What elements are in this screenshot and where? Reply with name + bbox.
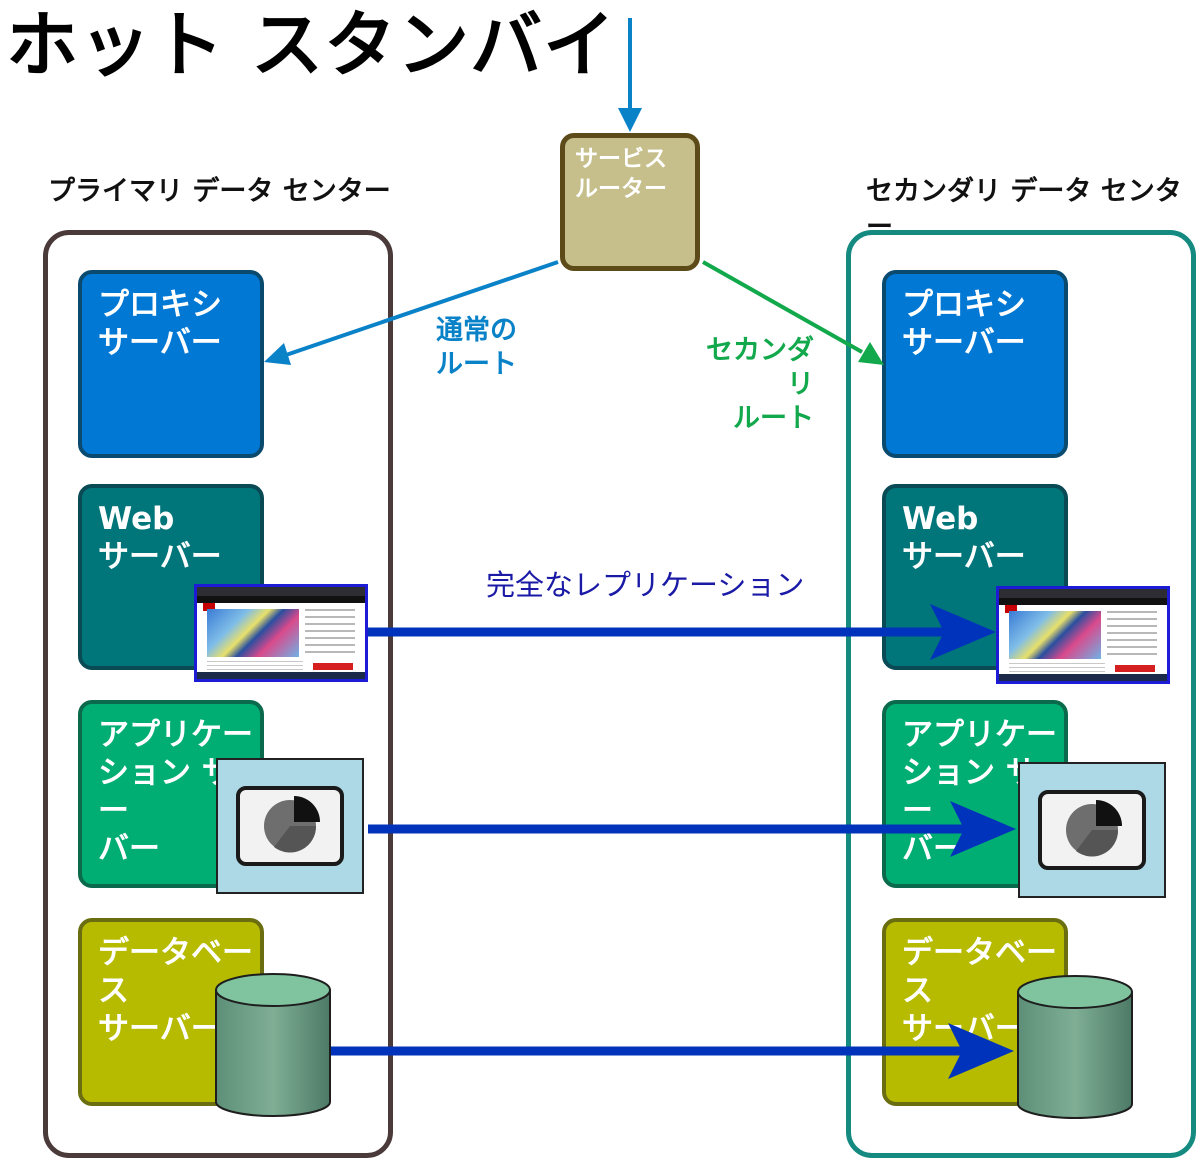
inbound-arrow — [618, 18, 642, 132]
normal-route-arrow — [264, 260, 559, 365]
normal-route-label: 通常の ルート — [436, 315, 517, 380]
page-title: ホット スタンバイ — [6, 3, 617, 87]
secondary-route-arrow — [702, 260, 884, 365]
primary-dc-label: プライマリ データ センター — [48, 176, 391, 207]
primary-db-server: データベース サーバー — [78, 918, 264, 1106]
web-replication-arrow — [368, 604, 996, 660]
webpage-screenshot-icon — [996, 586, 1170, 684]
app-replication-arrow — [368, 801, 1016, 857]
secondary-proxy-server: プロキシ サーバー — [882, 270, 1068, 458]
pie-chart-monitor-icon — [216, 758, 364, 894]
pie-chart-monitor-icon — [1018, 762, 1166, 898]
primary-proxy-server: プロキシ サーバー — [78, 270, 264, 458]
replication-label: 完全なレプリケーション — [486, 568, 805, 602]
db-replication-arrow — [330, 1023, 1014, 1079]
webpage-screenshot-icon — [194, 584, 368, 682]
secondary-route-label: セカンダリ ルート — [706, 335, 814, 434]
service-router: サービス ルーター — [560, 133, 700, 271]
primary-web-server: Web サーバー — [78, 484, 264, 670]
secondary-dc-label: セカンダリ データ センター — [866, 176, 1182, 243]
